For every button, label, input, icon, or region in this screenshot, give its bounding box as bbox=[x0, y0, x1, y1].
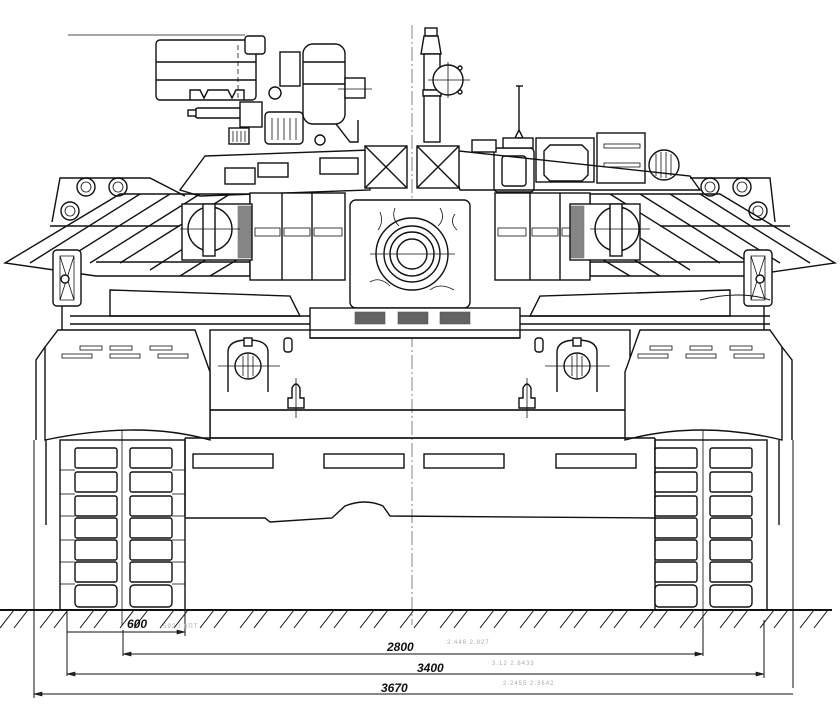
left-side-skirt bbox=[35, 329, 211, 441]
left-tow-hook bbox=[287, 378, 305, 418]
ground-line bbox=[0, 609, 832, 629]
right-mirror bbox=[743, 249, 773, 330]
left-headlight bbox=[218, 337, 293, 392]
dimension-lines bbox=[33, 440, 794, 698]
commander-sight bbox=[187, 101, 263, 145]
periscope-mast bbox=[420, 27, 470, 143]
faint-note: 592 / 6ПТ bbox=[163, 624, 199, 630]
left-sight-box bbox=[180, 203, 253, 261]
faint-note: 2.2455 2.3642 bbox=[503, 681, 555, 687]
right-side-skirt bbox=[624, 329, 793, 441]
turret-armor-blocks bbox=[249, 192, 591, 281]
lower-hull bbox=[184, 437, 656, 523]
gunner-sight-housing bbox=[264, 43, 372, 146]
right-sight-box bbox=[569, 203, 650, 261]
dimension-2800: 2800 bbox=[387, 640, 414, 654]
antenna bbox=[513, 85, 525, 139]
faint-note: 2.446 2.927 bbox=[447, 640, 490, 646]
faint-note: 3.12 2.8433 bbox=[492, 661, 535, 667]
dimension-3670: 3670 bbox=[381, 681, 408, 695]
main-gun-muzzle bbox=[349, 199, 471, 309]
dimension-3400: 3400 bbox=[417, 661, 444, 675]
searchlight-box bbox=[155, 35, 266, 101]
front-plate bbox=[209, 329, 631, 439]
ventilator-box bbox=[471, 132, 680, 193]
left-track bbox=[45, 430, 186, 625]
smoke-dischargers-right bbox=[690, 177, 776, 223]
upper-hull bbox=[70, 289, 771, 339]
dimension-600: 600 bbox=[127, 617, 148, 631]
turret-roof bbox=[178, 145, 702, 197]
right-track bbox=[654, 430, 780, 625]
right-tow-hook bbox=[518, 378, 536, 418]
left-mirror bbox=[52, 249, 82, 330]
right-headlight bbox=[534, 337, 610, 392]
